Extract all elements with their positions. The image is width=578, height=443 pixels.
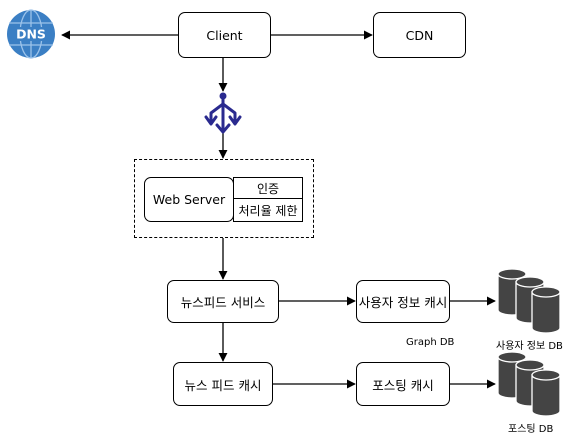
cdn-label: CDN <box>405 27 434 43</box>
news-feed-cache-label: 뉴스 피드 캐시 <box>184 377 262 393</box>
dns-globe-icon: DNS <box>7 9 55 59</box>
user-info-db-caption: 사용자 정보 DB <box>496 341 563 352</box>
post-cache-label: 포스팅 캐시 <box>372 377 434 393</box>
rate-limit-cell: 처리율 제한 <box>233 198 303 222</box>
post-db-caption: 포스팅 DB <box>508 424 554 435</box>
dns-label: DNS <box>16 27 46 42</box>
auth-cell: 인증 <box>233 177 303 199</box>
news-feed-cache-node: 뉴스 피드 캐시 <box>173 362 273 406</box>
client-node: Client <box>178 12 271 58</box>
news-feed-service-label: 뉴스피드 서비스 <box>180 295 266 310</box>
database-cluster-icon <box>497 351 561 417</box>
web-tier-group <box>134 159 314 238</box>
web-server-label: Web Server <box>152 192 226 207</box>
user-info-cache-label: 사용자 정보 캐시 <box>358 295 448 310</box>
post-cache-node: 포스팅 캐시 <box>356 362 450 406</box>
client-label: Client <box>206 27 243 43</box>
news-feed-service-node: 뉴스피드 서비스 <box>167 280 279 323</box>
load-balancer-icon <box>204 92 242 134</box>
user-info-cache-node: 사용자 정보 캐시 <box>356 280 450 323</box>
web-server-node: Web Server <box>144 177 234 222</box>
graph-db-caption: Graph DB <box>406 337 455 348</box>
auth-label: 인증 <box>256 181 280 196</box>
rate-limit-label: 처리율 제한 <box>238 203 298 218</box>
cdn-node: CDN <box>373 12 466 58</box>
database-cluster-icon <box>497 268 561 334</box>
